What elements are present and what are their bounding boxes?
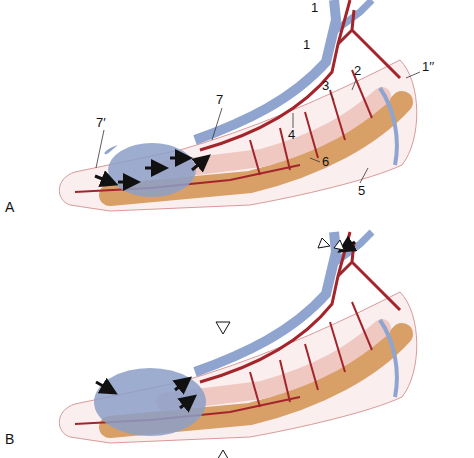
panel-letter: A (5, 200, 14, 214)
callout-number: 1 (311, 1, 318, 15)
callout-number: 7′ (96, 116, 106, 130)
callout-number: 5 (358, 184, 365, 198)
flow-arrows (96, 242, 355, 408)
callout-number: 1 (303, 38, 310, 52)
callout-number: 4 (288, 128, 295, 142)
compression-arrows (216, 238, 344, 458)
glans (108, 143, 196, 197)
enlarged-glans (94, 368, 206, 436)
panel-b-body (59, 232, 416, 443)
callout-number: 6 (322, 155, 329, 169)
glans-vein (104, 145, 118, 154)
panel-b (59, 232, 416, 458)
callout-number: 3 (322, 79, 329, 93)
leader-lines (96, 72, 420, 183)
callout-number: 7 (216, 93, 223, 107)
panel-letter: B (5, 432, 14, 446)
callout-number: 2 (354, 64, 361, 78)
callout-number: 1′′ (422, 60, 434, 74)
panel-a-body (59, 0, 416, 211)
flow-arrows (95, 158, 204, 182)
